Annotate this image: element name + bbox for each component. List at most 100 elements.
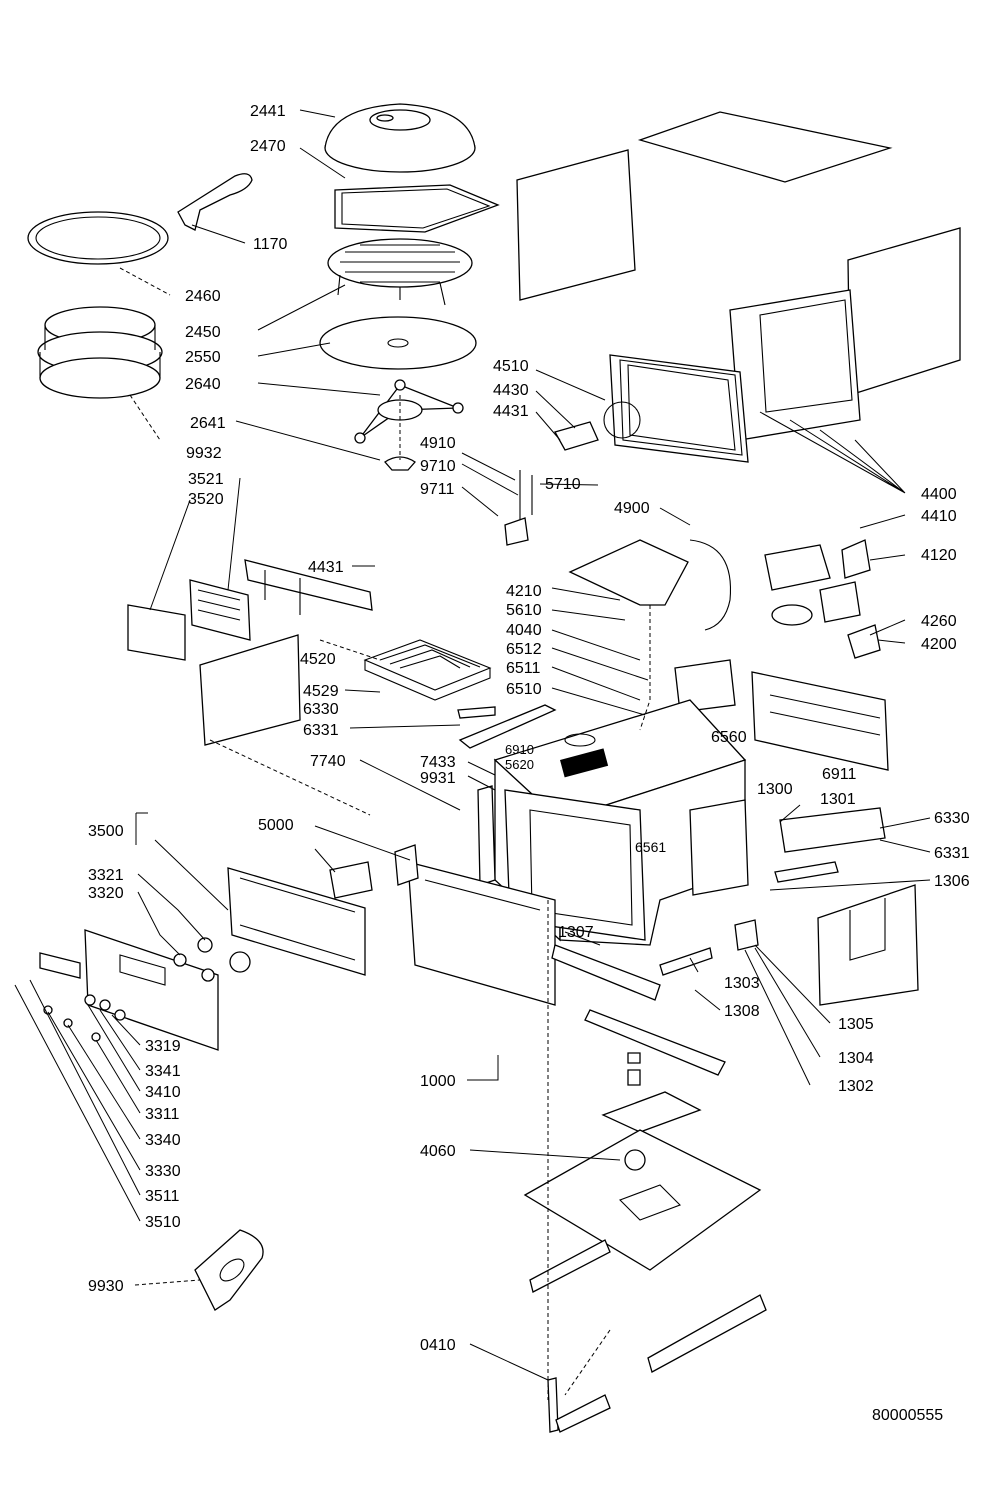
part-label: 3320	[88, 885, 124, 902]
part-label: 9710	[420, 458, 456, 475]
part-label: 4060	[420, 1143, 456, 1160]
rail-part	[584, 1009, 726, 1076]
part-label: 1000	[420, 1073, 456, 1090]
leader-lines	[14, 109, 931, 1400]
part-label: 2550	[185, 349, 221, 366]
part-label: 4210	[506, 583, 542, 600]
part-label: 6911	[822, 766, 857, 783]
base-plate-part	[523, 1129, 762, 1271]
part-label: 6331	[934, 845, 970, 862]
part-label: 9930	[88, 1278, 124, 1295]
part-label: 3500	[88, 823, 124, 840]
part-label: 5710	[545, 476, 581, 493]
part-label: 4040	[506, 622, 542, 639]
part-label: 5000	[258, 817, 294, 834]
control-frame-part	[227, 867, 366, 976]
part-label: 3520	[188, 491, 224, 508]
part-label: 9931	[420, 770, 456, 787]
hinge-part	[734, 919, 759, 951]
part-label: 3410	[145, 1084, 181, 1101]
part-label: 1170	[253, 236, 288, 253]
part-label: 5620	[505, 757, 534, 772]
grill-element-part	[363, 639, 492, 701]
document-id: 80000555	[872, 1407, 943, 1424]
top-cover-panel	[637, 111, 893, 183]
side-bracket-part	[689, 799, 749, 896]
part-label: 2460	[185, 288, 221, 305]
door-strip-part	[477, 785, 496, 886]
part-label: 3330	[145, 1163, 181, 1180]
part-label: 4410	[921, 508, 957, 525]
part-label: 6910	[505, 742, 534, 757]
back-rail-part	[751, 671, 889, 771]
grip-part	[194, 1229, 264, 1311]
part-label: 4529	[303, 683, 339, 700]
fuse-plate-part	[601, 1091, 702, 1133]
part-label: 1306	[934, 873, 970, 890]
pcb-part	[127, 604, 186, 661]
transformer-part	[764, 544, 831, 591]
part-labels: 2441 2470 1170 2460 2450 2550 2640 2641 …	[88, 103, 970, 1424]
kick-strip-part	[547, 1377, 559, 1433]
part-label: 2641	[190, 415, 226, 432]
part-label: 3321	[88, 867, 124, 884]
part-label: 3340	[145, 1132, 181, 1149]
part-label: 6511	[506, 660, 541, 677]
duct-part	[568, 539, 689, 606]
bottom-rail-part	[551, 944, 661, 1001]
part-label: 4120	[921, 547, 957, 564]
part-label: 3510	[145, 1214, 181, 1231]
part-label: 6330	[934, 810, 970, 827]
part-label: 1300	[757, 781, 793, 798]
part-label: 4510	[493, 358, 529, 375]
part-label: 1301	[820, 791, 856, 808]
part-label: 1305	[838, 1016, 874, 1033]
part-label: 0410	[420, 1337, 456, 1354]
part-label: 1307	[558, 924, 594, 941]
part-drawings	[27, 103, 961, 1433]
plate-part	[27, 211, 169, 265]
bracket-part	[504, 517, 529, 546]
roller-support-part	[354, 379, 464, 444]
cavity-frame	[729, 289, 861, 441]
left-panel-part	[199, 634, 301, 746]
part-label: 4400	[921, 486, 957, 503]
part-label: 3311	[145, 1106, 180, 1123]
part-label: 7433	[420, 754, 456, 771]
door-seal-part	[603, 401, 641, 439]
steamer-part	[37, 306, 163, 399]
interlock-switch-part	[329, 861, 373, 899]
part-label: 4910	[420, 435, 456, 452]
switch-part	[554, 421, 599, 451]
part-label: 6330	[303, 701, 339, 718]
part-label: 3341	[145, 1063, 181, 1080]
door-frame-outer	[609, 354, 749, 463]
part-label: 1304	[838, 1050, 874, 1067]
part-label: 5610	[506, 602, 542, 619]
top-bracket-part	[244, 559, 373, 611]
part-label: 4431	[308, 559, 344, 576]
grill-shield-part	[458, 704, 557, 749]
part-label: 1302	[838, 1078, 874, 1095]
part-label: 6512	[506, 641, 542, 658]
outer-door-part	[407, 861, 556, 1006]
base-rail-left-part	[529, 1239, 611, 1293]
wire-rack-part	[327, 238, 473, 288]
coupler-part	[384, 456, 416, 471]
magnetron-part	[674, 659, 736, 713]
part-label: 1308	[724, 1003, 760, 1020]
part-label: 6510	[506, 681, 542, 698]
tray-part	[334, 184, 500, 233]
part-label: 7740	[310, 753, 346, 770]
knob-strip-part	[39, 952, 81, 979]
part-label: 3521	[188, 471, 224, 488]
part-label: 2470	[250, 138, 286, 155]
base-rail-right-part	[647, 1294, 767, 1373]
side-shield-part	[817, 884, 919, 1006]
part-label: 6560	[711, 729, 747, 746]
control-board-part	[189, 579, 251, 641]
part-label: 4520	[300, 651, 336, 668]
lid-part	[324, 103, 476, 173]
part-label: 3319	[145, 1038, 181, 1055]
